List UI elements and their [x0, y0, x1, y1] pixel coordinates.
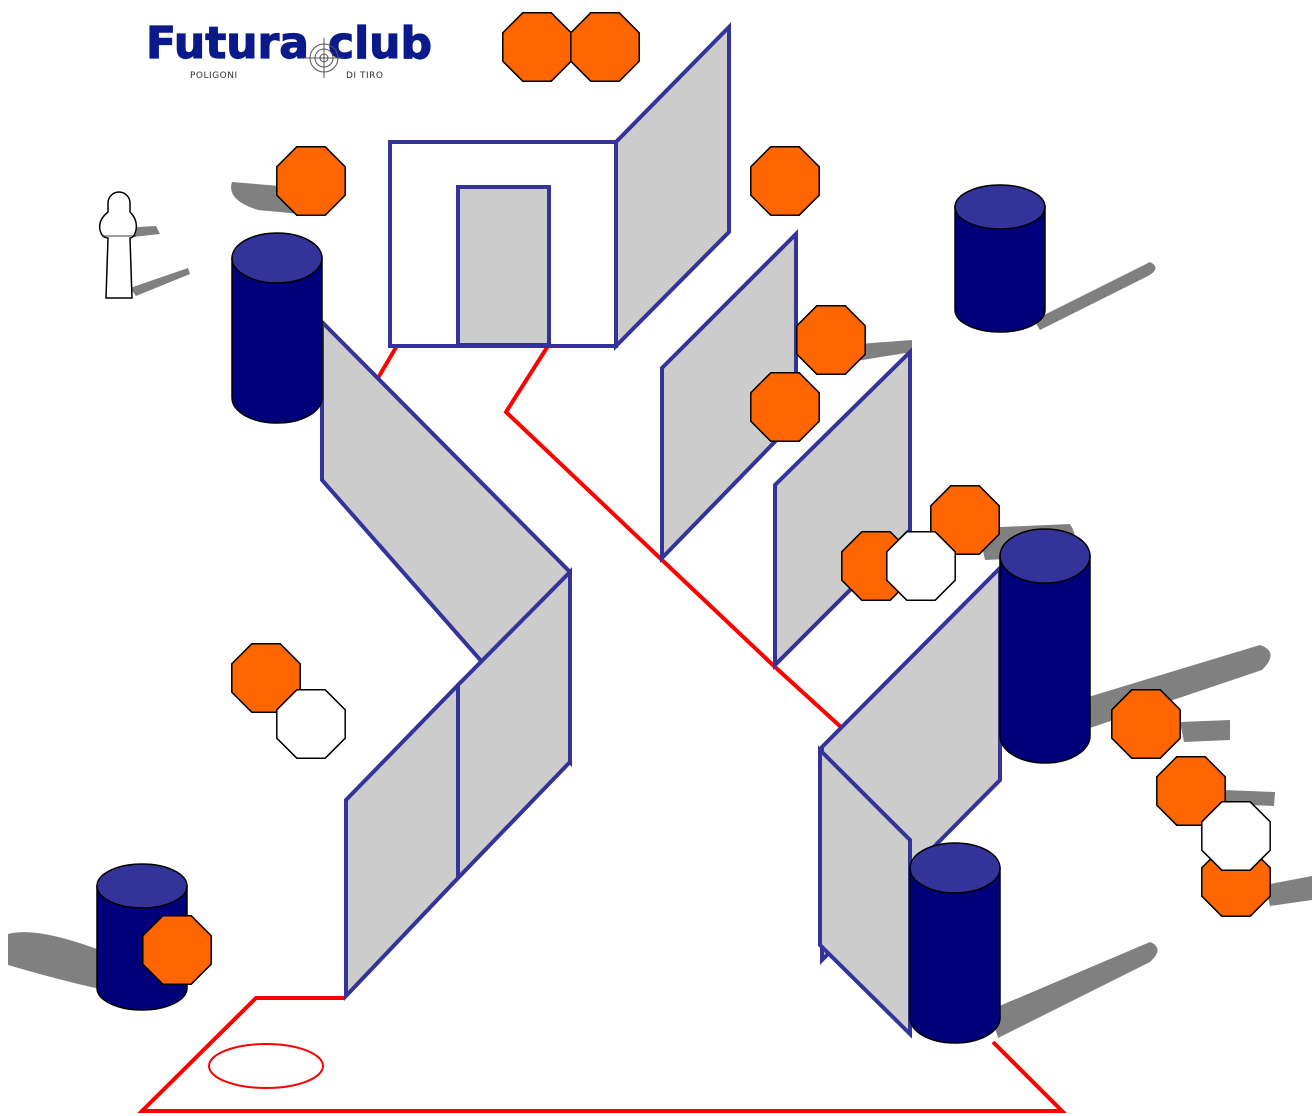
door-wall — [388, 22, 731, 351]
shadow — [990, 942, 1158, 1038]
steel-target — [231, 643, 301, 713]
steel-target — [750, 372, 820, 442]
logo-subtitle-right: DI TIRO — [346, 71, 383, 81]
shadow — [1180, 720, 1230, 742]
wall-panel — [456, 567, 572, 883]
fault-line — [376, 342, 400, 380]
logo-graphic: Futura club POLIGONI DI TIRO — [145, 17, 432, 81]
steel-target — [930, 485, 1000, 555]
no-shoot-target — [1201, 801, 1271, 871]
start-position-marker — [208, 1043, 324, 1089]
steel-target — [276, 146, 346, 216]
steel-target — [142, 915, 212, 985]
right-walls — [660, 229, 1002, 1039]
logo-subtitle-left: POLIGONI — [190, 71, 238, 81]
barrel — [954, 184, 1046, 333]
barrel — [999, 528, 1091, 764]
wall-panel — [614, 22, 731, 351]
shadow — [130, 268, 190, 296]
left-walls — [320, 317, 572, 1002]
steel-target — [750, 146, 820, 216]
steel-target — [1156, 756, 1226, 826]
barrel — [231, 232, 323, 424]
no-shoot-target — [886, 531, 956, 601]
targets — [142, 12, 1271, 985]
wall-panel — [773, 347, 912, 670]
wall-panel — [818, 745, 912, 1039]
shadow — [1034, 262, 1156, 330]
steel-target — [570, 12, 640, 82]
door-panel — [456, 185, 551, 347]
shadow — [1265, 876, 1312, 906]
logo-brand-left: Futura — [146, 18, 309, 69]
steel-target — [1111, 689, 1181, 759]
no-shoot-target — [276, 689, 346, 759]
fault-line — [137, 996, 1067, 1113]
crosshair-icon — [304, 38, 344, 78]
logo-brand-right: club — [328, 18, 432, 69]
barrel — [909, 842, 1001, 1044]
futura-club-logo: Futura club POLIGONI DI TIRO — [145, 14, 446, 94]
wall-panel — [344, 680, 460, 1002]
steel-target — [796, 305, 866, 375]
steel-target — [502, 12, 572, 82]
shooter-figure — [98, 191, 138, 299]
shadows — [8, 182, 1312, 1038]
